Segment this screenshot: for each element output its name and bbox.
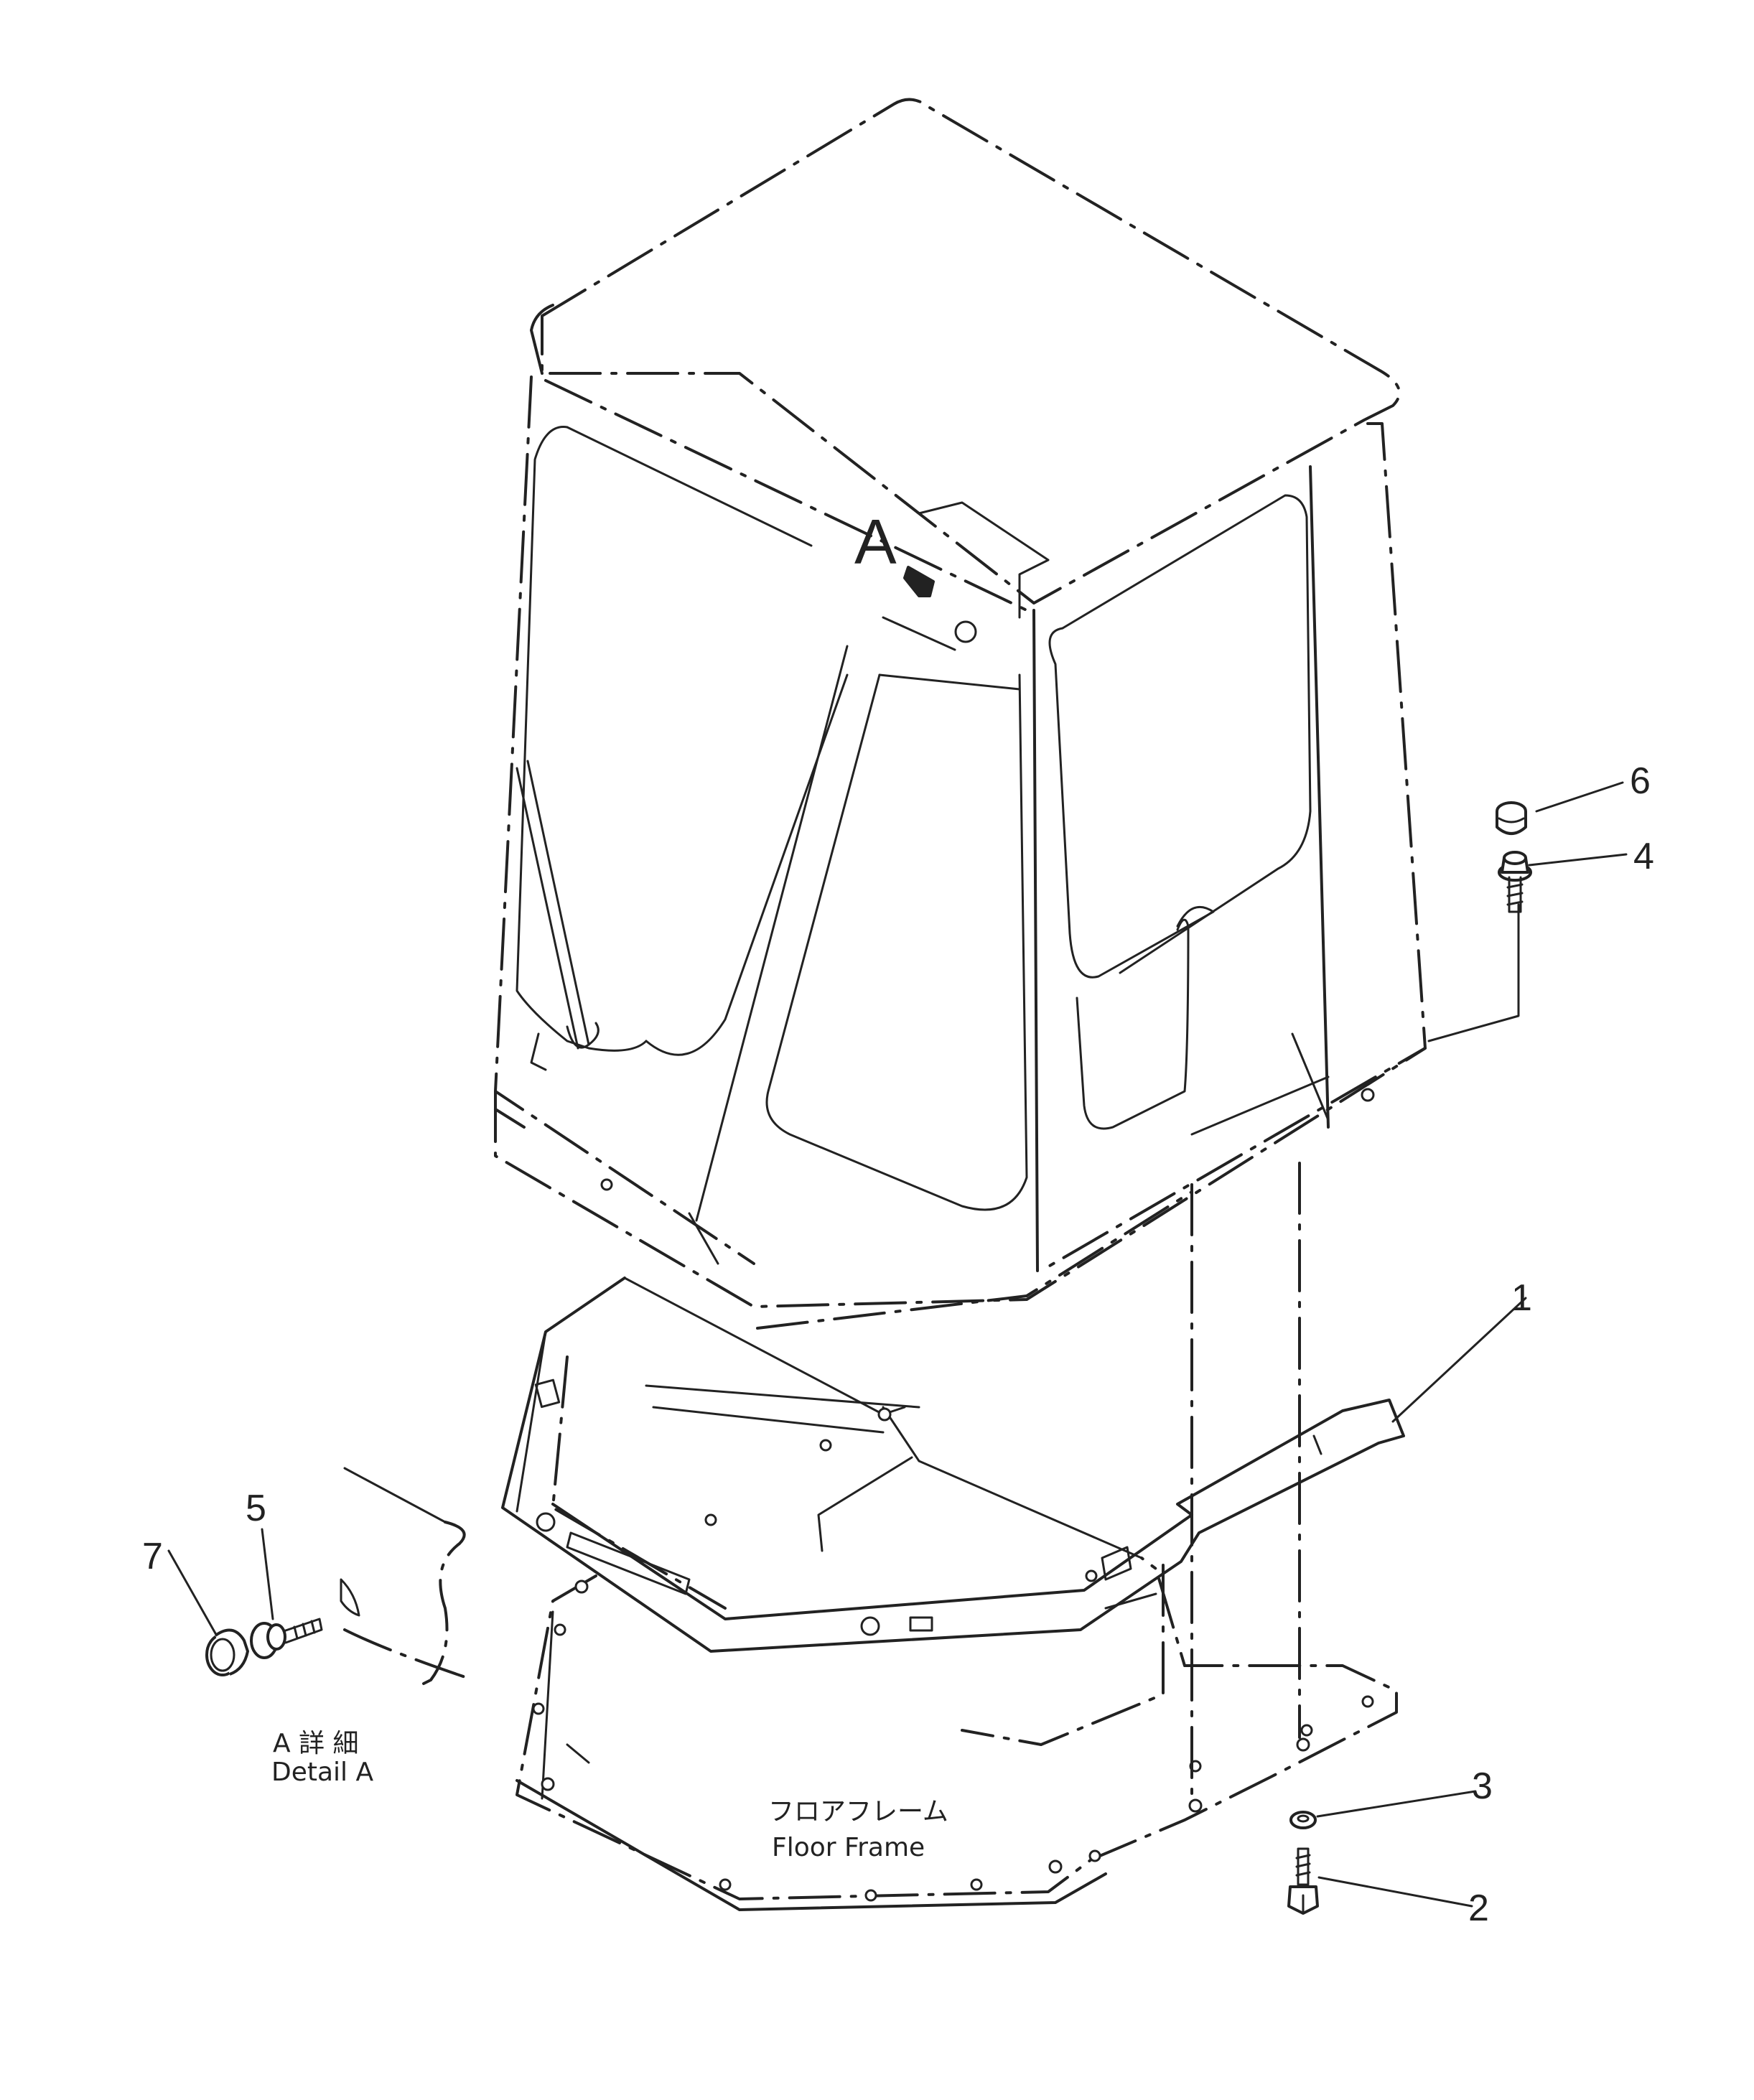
callout-3: 3 bbox=[1472, 1765, 1493, 1807]
operator-cab: A bbox=[494, 98, 1427, 1330]
washer-part-3-icon bbox=[1289, 1811, 1317, 1829]
leader-lines bbox=[167, 781, 1628, 1908]
callout-7: 7 bbox=[142, 1536, 163, 1577]
floor-frame: フロアフレーム Floor Frame bbox=[516, 1557, 1398, 1911]
view-a-label: A bbox=[854, 506, 897, 577]
callout-4: 4 bbox=[1633, 836, 1654, 877]
callout-5: 5 bbox=[246, 1488, 266, 1529]
cap-part-7-icon bbox=[205, 1628, 249, 1676]
callout-1: 1 bbox=[1511, 1277, 1532, 1319]
bolt-part-2-icon bbox=[1287, 1847, 1319, 1915]
callout-2: 2 bbox=[1468, 1887, 1489, 1929]
callouts: 6 4 1 3 2 5 7 bbox=[142, 760, 1654, 1929]
bolt-part-4-icon bbox=[1498, 851, 1532, 913]
floor-frame-label-jp: フロアフレーム bbox=[768, 1797, 948, 1826]
floor-plate bbox=[501, 1277, 1405, 1653]
detail-a-label-en: Detail A bbox=[271, 1758, 373, 1787]
callout-6: 6 bbox=[1630, 760, 1651, 802]
bolt-part-5-icon bbox=[250, 1618, 323, 1659]
detail-a-view: A 詳 細 Detail A bbox=[271, 1467, 475, 1787]
assembly-lines bbox=[1190, 903, 1520, 1800]
floor-frame-label-en: Floor Frame bbox=[772, 1833, 925, 1862]
cap-part-6-icon bbox=[1496, 801, 1527, 835]
detail-a-label-jp: A 詳 細 bbox=[273, 1729, 359, 1758]
